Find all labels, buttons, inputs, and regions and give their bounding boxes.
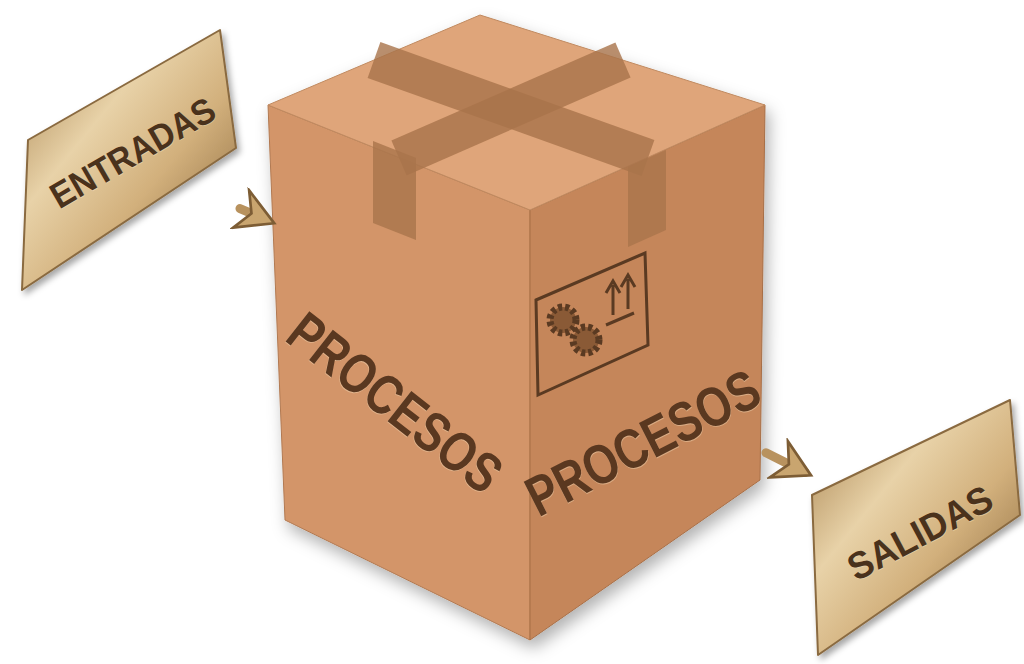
tape-strip bbox=[399, 60, 623, 158]
sign-plate bbox=[22, 30, 236, 290]
arrow-shaft bbox=[766, 453, 805, 473]
tape-strip bbox=[374, 60, 648, 158]
sign-plate bbox=[812, 400, 1020, 655]
tape-strip bbox=[628, 150, 666, 247]
arrow-shaft bbox=[240, 209, 268, 221]
box-body bbox=[268, 15, 765, 640]
flow-arrow bbox=[240, 209, 268, 221]
tape-strip bbox=[373, 141, 416, 240]
handling-icon bbox=[536, 253, 648, 395]
output-sign: SALIDAS bbox=[805, 395, 1024, 660]
input-sign: ENTRADAS bbox=[15, 25, 240, 295]
flow-arrow bbox=[766, 453, 805, 473]
process-box: PROCESOSPROCESOS bbox=[268, 15, 766, 641]
